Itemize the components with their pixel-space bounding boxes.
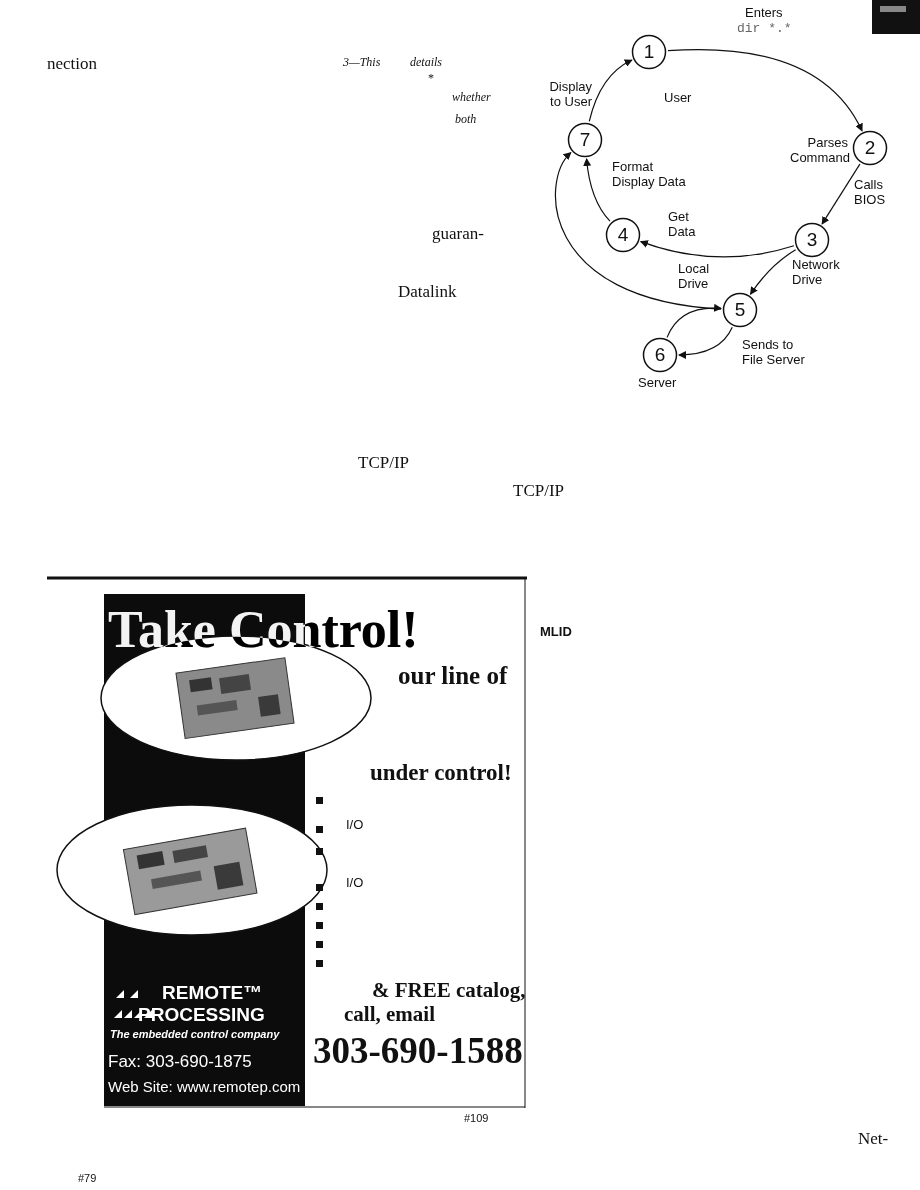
bullet-squares <box>316 797 323 967</box>
flow-arrow <box>667 308 721 337</box>
step-circle: 2 <box>852 130 888 166</box>
step-number: 7 <box>567 122 603 151</box>
circuit-board <box>176 658 294 739</box>
body-text: guaran- <box>432 224 484 244</box>
ad-bullet-text: I/O <box>346 818 363 833</box>
step-label: User <box>664 91 691 106</box>
ad-text: our line of <box>398 662 507 691</box>
flow-arrow <box>679 327 732 355</box>
flow-arrow <box>587 159 610 221</box>
ad-text: call, email <box>344 1002 435 1026</box>
step-number: 1 <box>631 34 667 63</box>
flow-arrow <box>751 250 796 294</box>
step-label: Parses Command <box>790 136 848 166</box>
rule <box>47 577 527 580</box>
edge-label: Network Drive <box>792 258 848 288</box>
caption-fragment: whether <box>452 91 491 105</box>
body-text: MLID <box>540 625 572 640</box>
flow-arrow <box>641 242 794 257</box>
fax-number: Fax: 303-690-1875 <box>108 1052 252 1072</box>
body-text: TCP/IP <box>358 453 409 473</box>
company-tagline: The embedded control company <box>110 1028 279 1041</box>
step-number: 3 <box>794 222 830 251</box>
web-address: Web Site: www.remotep.com <box>108 1078 300 1095</box>
company-logo: REMOTE™ <box>162 982 262 1004</box>
ad-headline: Take Control! <box>108 600 419 660</box>
edge-label: Display to User <box>536 80 592 110</box>
step-circle: 6 <box>642 337 678 373</box>
step-label: Local Drive <box>678 262 718 292</box>
step-label: Server <box>638 376 676 391</box>
corner-tab-mark <box>880 6 906 12</box>
reader-service-number: #79 <box>78 1172 96 1185</box>
edge-label: Calls BIOS <box>854 178 892 208</box>
step-circle: 3 <box>794 222 830 258</box>
corner-tab <box>872 0 920 34</box>
ad-border <box>104 1107 525 1108</box>
bullet-squares <box>316 797 323 967</box>
body-text: nection <box>47 54 97 74</box>
reader-service-number: #109 <box>464 1112 488 1125</box>
product-ellipse <box>57 805 327 935</box>
command-text: dir *.* <box>737 22 792 37</box>
flow-arrow <box>589 60 632 121</box>
ad-border <box>525 578 526 1108</box>
flow-arrow <box>555 153 721 309</box>
circuit-board <box>123 828 257 915</box>
step-circle: 5 <box>722 292 758 328</box>
step-circle: 4 <box>605 217 641 253</box>
body-text: Net- <box>858 1129 888 1149</box>
caption-fragment: * <box>428 72 434 86</box>
body-text: Datalink <box>398 282 457 302</box>
step-number: 2 <box>852 130 888 159</box>
step-circle: 1 <box>631 34 667 70</box>
step-number: 4 <box>605 217 641 246</box>
phone-number: 303-690-1588 <box>313 1030 523 1073</box>
step-number: 6 <box>642 337 678 366</box>
body-text: TCP/IP <box>513 481 564 501</box>
step-label: Enters <box>745 6 783 21</box>
caption-fragment: 3—This <box>343 56 380 70</box>
step-circle: 7 <box>567 122 603 158</box>
caption-fragment: both <box>455 113 476 127</box>
ad-text: & FREE catalog, <box>372 978 525 1002</box>
step-label: Format Display Data <box>612 160 692 190</box>
ad-text: under control! <box>370 760 512 786</box>
step-number: 5 <box>722 292 758 321</box>
caption-fragment: details <box>410 56 442 70</box>
step-label: Get Data <box>668 210 702 240</box>
company-logo: PROCESSING <box>138 1004 265 1026</box>
ad-bullet-text: I/O <box>346 876 363 891</box>
edge-label: Sends to File Server <box>742 338 812 368</box>
flow-arrow <box>668 50 862 131</box>
